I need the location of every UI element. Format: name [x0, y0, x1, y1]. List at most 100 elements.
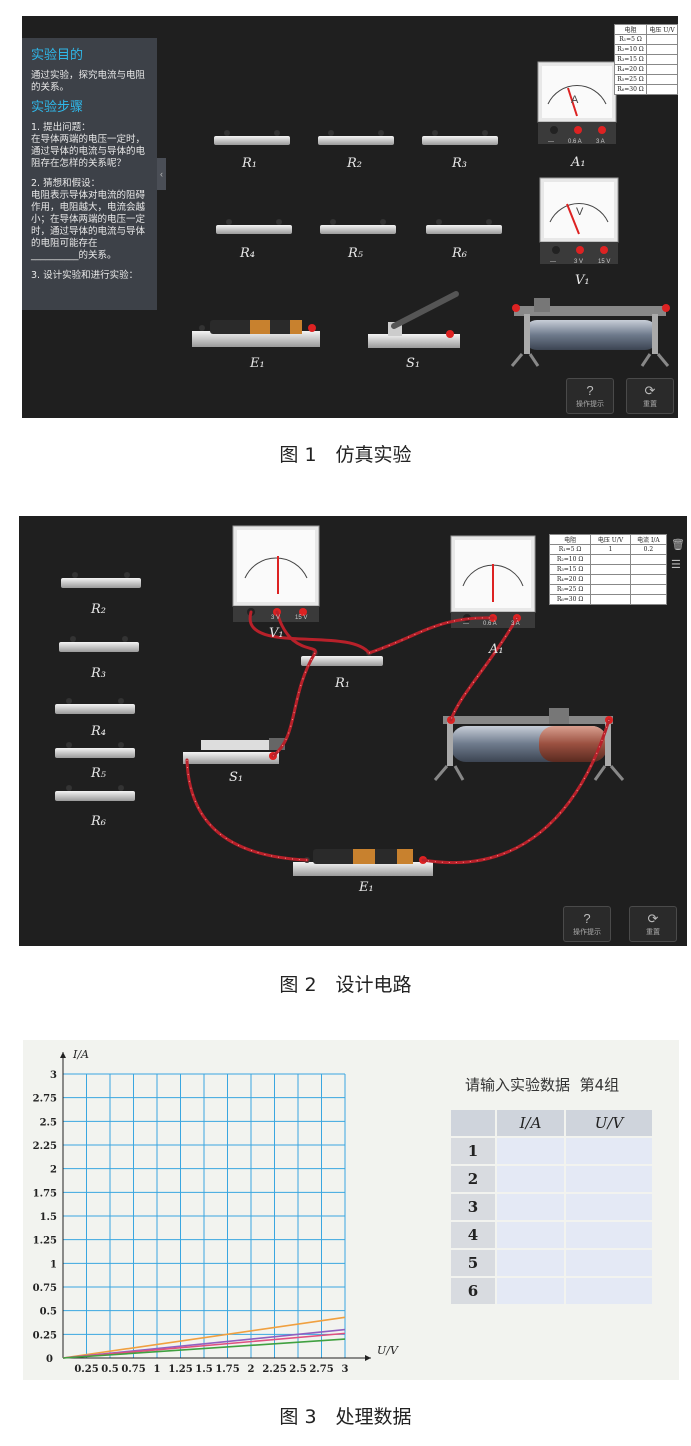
current-input[interactable]	[497, 1222, 565, 1248]
table-cell[interactable]	[646, 54, 678, 65]
reset-label: 重置	[646, 929, 660, 936]
caption-fig1: 图 1 仿真实验	[279, 444, 412, 466]
ammeter-terminal-06: 0.6 A	[568, 139, 582, 145]
label-e1: E₁	[359, 880, 374, 895]
table-cell[interactable]	[629, 554, 668, 565]
table-cell[interactable]	[590, 594, 631, 605]
resistor-r6[interactable]	[426, 219, 502, 234]
table-cell[interactable]: 1	[590, 544, 631, 555]
rheostat[interactable]	[433, 708, 625, 781]
rheostat[interactable]	[510, 298, 670, 367]
table-cell[interactable]	[646, 64, 678, 75]
label-r2: R₂	[91, 602, 106, 617]
table-cell: R₅=25 Ω	[613, 74, 648, 85]
resistor-r2[interactable]	[61, 572, 141, 588]
x-axis-label: U/V	[377, 1344, 399, 1357]
table-cell: R₄=20 Ω	[548, 574, 592, 585]
voltage-input[interactable]	[566, 1166, 652, 1192]
current-input[interactable]	[497, 1194, 565, 1220]
data-prompt: 请输入实验数据 第4组	[465, 1074, 619, 1095]
voltage-input[interactable]	[566, 1194, 652, 1220]
table-cell[interactable]	[590, 574, 631, 585]
hint-button[interactable]: ?操作提示	[566, 378, 614, 414]
voltmeter-v1[interactable]	[539, 177, 619, 264]
table-cell: R₃=15 Ω	[548, 564, 592, 575]
hint-button[interactable]: ?操作提示	[563, 906, 611, 942]
resistor-r2[interactable]	[318, 130, 394, 145]
experiment-sidebar: 实验目的 通过实验，探究电流与电阻的关系。 实验步骤 1. 提出问题： 在导体两…	[22, 38, 157, 310]
label-r2: R₂	[347, 156, 362, 171]
voltage-input[interactable]	[566, 1222, 652, 1248]
table-cell[interactable]	[629, 574, 668, 585]
y-tick-label: 0.25	[33, 1330, 57, 1341]
settings-sliders-icon[interactable]: ☰	[671, 559, 681, 571]
x-tick-label: 3	[342, 1364, 349, 1375]
table-cell[interactable]	[646, 84, 678, 95]
x-tick-label: 2.5	[289, 1364, 306, 1375]
table-cell[interactable]	[646, 74, 678, 85]
table-cell: R₆=30 Ω	[613, 84, 648, 95]
table-cell: R₃=15 Ω	[613, 54, 648, 65]
x-tick-label: 2.25	[262, 1364, 286, 1375]
voltage-input[interactable]	[566, 1278, 652, 1304]
current-input[interactable]	[497, 1250, 565, 1276]
table-cell[interactable]	[646, 34, 678, 45]
step2-blank: __________的关系。	[31, 250, 117, 261]
voltage-table: 电阻电压 U/V R₁=5 Ω R₂=10 Ω R₃=15 Ω R₄=20 Ω …	[613, 24, 678, 95]
row-number: 4	[451, 1222, 495, 1248]
label-r6: R₆	[452, 246, 467, 261]
table-cell[interactable]	[646, 44, 678, 55]
table-cell[interactable]	[590, 554, 631, 565]
ammeter-terminal-neg: —	[548, 139, 554, 145]
label-a1: A₁	[571, 155, 586, 170]
voltmeter-terminal-3: 3 V	[271, 615, 281, 621]
table-cell[interactable]	[629, 584, 668, 595]
current-input[interactable]	[497, 1278, 565, 1304]
refresh-icon: ⟳	[644, 383, 656, 398]
group-number: 第4组	[579, 1076, 620, 1094]
resistor-r3[interactable]	[422, 130, 498, 145]
switch-s1[interactable]	[183, 738, 285, 764]
row-number: 5	[451, 1250, 495, 1276]
step2-title: 2. 猜想和假设：	[31, 178, 101, 189]
origin-label: 0	[46, 1354, 53, 1365]
voltmeter-terminal-3: 3 V	[574, 259, 584, 265]
row-number: 6	[451, 1278, 495, 1304]
table-cell[interactable]	[590, 584, 631, 595]
x-tick-label: 0.25	[74, 1364, 98, 1375]
reset-button[interactable]: ⟳重置	[626, 378, 674, 414]
resistor-r3[interactable]	[59, 636, 139, 652]
current-input[interactable]	[497, 1166, 565, 1192]
resistor-r5[interactable]	[55, 742, 135, 758]
x-tick-label: 1.25	[168, 1364, 192, 1375]
label-a1: A₁	[489, 642, 504, 657]
table-cell[interactable]	[629, 564, 668, 575]
voltmeter-v1[interactable]	[232, 525, 320, 622]
table-cell[interactable]	[629, 594, 668, 605]
label-r1: R₁	[242, 156, 257, 171]
x-tick-label: 0.5	[101, 1364, 118, 1375]
label-r4: R₄	[240, 246, 255, 261]
battery-e1[interactable]	[192, 320, 320, 347]
resistor-r1[interactable]	[214, 130, 290, 145]
resistor-r4[interactable]	[216, 219, 292, 234]
table-cell[interactable]: 0.2	[629, 544, 668, 555]
resistor-r6[interactable]	[55, 785, 135, 801]
voltmeter-terminal-15: 15 V	[598, 259, 611, 265]
collapse-sidebar-button[interactable]: ‹	[157, 158, 166, 190]
switch-s1[interactable]	[368, 291, 460, 348]
voltmeter-letter: V	[576, 206, 584, 218]
ammeter-a1[interactable]	[450, 535, 536, 628]
table-cell[interactable]	[590, 564, 631, 575]
resistor-r4[interactable]	[55, 698, 135, 714]
caption-fig2: 图 2 设计电路	[279, 974, 412, 996]
battery-e1[interactable]	[293, 849, 433, 876]
trash-icon[interactable]: 🗑	[671, 539, 685, 551]
voltage-input[interactable]	[566, 1250, 652, 1276]
current-input[interactable]	[497, 1138, 565, 1164]
reset-button[interactable]: ⟳重置	[629, 906, 677, 942]
ammeter-a1[interactable]	[537, 61, 617, 144]
resistor-r5[interactable]	[320, 219, 396, 234]
voltage-input[interactable]	[566, 1138, 652, 1164]
